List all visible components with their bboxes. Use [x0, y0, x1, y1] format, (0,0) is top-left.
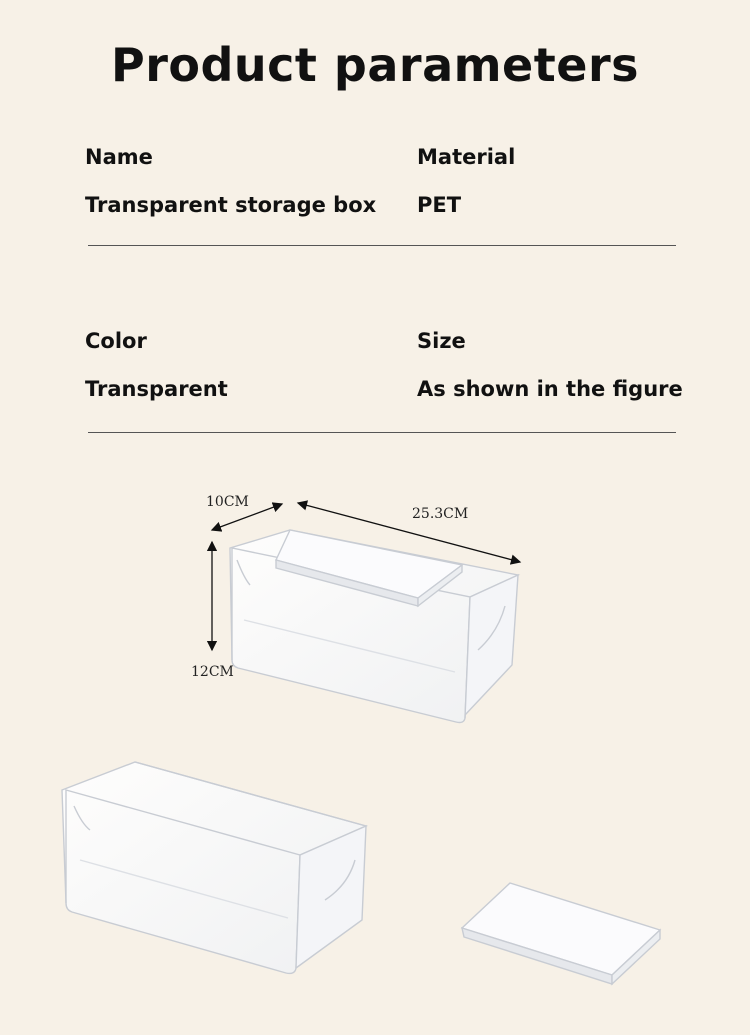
param-label-material: Material	[417, 145, 516, 169]
param-label-size: Size	[417, 329, 466, 353]
drawer-tray	[460, 882, 662, 986]
param-label-name: Name	[85, 145, 153, 169]
storage-box-with-drawer	[229, 529, 521, 724]
dimension-arrows	[206, 500, 522, 652]
storage-box-open	[61, 761, 369, 975]
param-value-material: PET	[417, 193, 462, 217]
page-title: Product parameters	[110, 38, 640, 92]
divider-1	[88, 245, 676, 246]
param-value-name: Transparent storage box	[85, 193, 377, 217]
param-label-color: Color	[85, 329, 147, 353]
param-value-color: Transparent	[85, 377, 228, 401]
divider-2	[88, 432, 676, 433]
dimension-height-label: 12CM	[191, 664, 234, 680]
param-value-size: As shown in the figure	[417, 377, 683, 401]
